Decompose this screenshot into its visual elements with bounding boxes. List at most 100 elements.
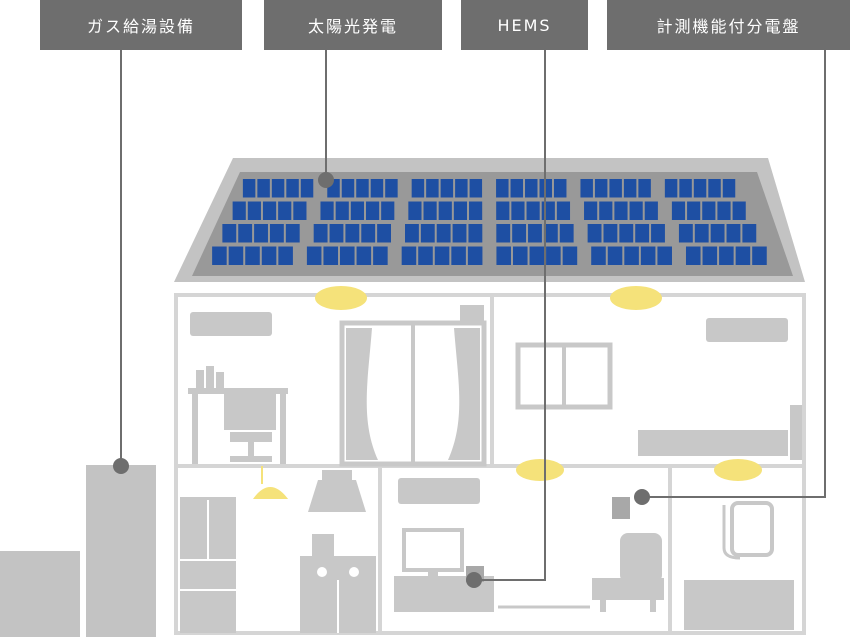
air-conditioner: [706, 318, 788, 342]
connector-dots: [113, 172, 650, 588]
solar-cell: [526, 201, 540, 220]
solar-cell: [257, 179, 270, 198]
solar-cell: [423, 201, 437, 220]
solar-cell: [543, 224, 558, 243]
solar-cell: [285, 224, 300, 243]
label-gas-water-heater: ガス給湯設備: [40, 0, 242, 50]
ceiling-light: [714, 459, 762, 481]
solar-cell: [365, 201, 380, 220]
solar-cell: [614, 201, 628, 220]
solar-cell: [350, 201, 364, 220]
solar-cell: [496, 179, 509, 198]
solar-cell: [405, 224, 419, 243]
solar-cell: [451, 246, 466, 265]
solar-cell: [640, 246, 656, 265]
solar-cell: [420, 224, 435, 243]
solar-cell: [496, 224, 511, 243]
solar-cell: [247, 201, 261, 220]
ceiling-lights: [315, 286, 762, 481]
solar-cell: [496, 246, 511, 265]
solar-cell: [735, 246, 751, 265]
solar-cell: [242, 179, 256, 198]
distribution-board: [612, 497, 630, 519]
solar-cell: [373, 246, 388, 265]
solar-cell: [657, 246, 672, 265]
solar-cell: [452, 224, 467, 243]
solar-cell: [525, 179, 538, 198]
label-solar-power: 太陽光発電: [264, 0, 442, 50]
label-hems: HEMS: [461, 0, 588, 50]
solar-cell: [238, 224, 253, 243]
solar-cell: [679, 179, 692, 198]
solar-cell: [512, 246, 528, 265]
solar-cell: [261, 246, 277, 265]
solar-cell: [638, 179, 651, 198]
solar-cell: [624, 246, 639, 265]
solar-cell: [664, 179, 678, 198]
solar-cell: [438, 201, 452, 220]
solar-cell: [341, 179, 355, 198]
outdoor-unit: [0, 551, 80, 637]
solar-cell: [496, 201, 510, 220]
solar-cell: [584, 201, 598, 220]
solar-cell: [562, 246, 578, 265]
bathroom-fixtures: [684, 501, 794, 630]
solar-cell: [228, 246, 244, 265]
solar-cell: [623, 179, 637, 198]
solar-cell: [591, 246, 606, 265]
solar-cell: [323, 246, 339, 265]
solar-cell: [467, 246, 483, 265]
solar-cell: [262, 201, 277, 220]
ceiling-light: [516, 459, 564, 481]
solar-cell: [717, 201, 731, 220]
solar-cell: [320, 201, 334, 220]
solar-cell: [752, 246, 767, 265]
solar-cell: [553, 179, 567, 198]
solar-cell: [222, 224, 237, 243]
solar-cell: [580, 179, 593, 198]
solar-cell: [722, 179, 736, 198]
solar-cell: [411, 179, 425, 198]
solar-cell: [529, 246, 545, 265]
solar-cell: [469, 179, 483, 198]
solar-cell: [345, 224, 360, 243]
stove: [300, 534, 376, 633]
solar-cell: [313, 224, 328, 243]
solar-cell: [469, 201, 483, 220]
solar-cell: [212, 246, 227, 265]
solar-cell: [541, 201, 555, 220]
solar-cell: [635, 224, 650, 243]
solar-cell: [671, 201, 686, 220]
window-with-curtains: [339, 320, 487, 467]
solar-cell: [587, 224, 602, 243]
solar-cell: [619, 224, 634, 243]
ceiling-light: [315, 286, 367, 310]
vent: [460, 305, 484, 321]
air-conditioner: [190, 312, 272, 336]
solar-cell: [356, 246, 372, 265]
solar-cell: [356, 179, 369, 198]
ceiling-light: [610, 286, 662, 310]
solar-cell: [385, 179, 398, 198]
desk: [188, 366, 288, 464]
solar-cell: [510, 179, 524, 198]
solar-cell: [644, 201, 658, 220]
solar-cell: [434, 246, 450, 265]
solar-cell: [687, 201, 701, 220]
solar-cell: [609, 179, 622, 198]
solar-cell: [286, 179, 299, 198]
solar-cell: [710, 224, 725, 243]
solar-cell: [340, 246, 355, 265]
television: [402, 528, 464, 576]
solar-cell: [702, 246, 718, 265]
pendant-light: [252, 466, 289, 499]
solar-cell: [599, 201, 613, 220]
solar-cell: [702, 201, 716, 220]
solar-cell: [512, 224, 527, 243]
label-distribution-board: 計測機能付分電盤: [607, 0, 850, 50]
solar-cell: [329, 224, 344, 243]
solar-cell: [278, 246, 293, 265]
solar-cell: [335, 201, 349, 220]
solar-cell: [278, 201, 292, 220]
